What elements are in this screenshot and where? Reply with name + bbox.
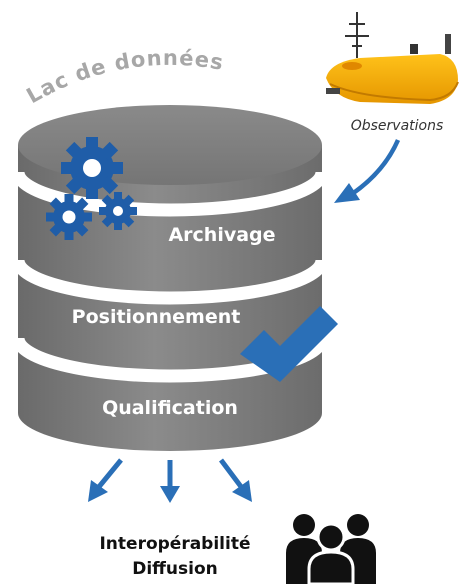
gears-icon — [46, 137, 137, 240]
layer-label-positionnement: Positionnement — [72, 306, 241, 328]
checkmark-icon — [240, 306, 338, 382]
lake-title: Lac de données — [22, 46, 225, 108]
layer-label-archivage: Archivage — [168, 224, 275, 246]
people-icon — [286, 514, 376, 584]
arrow-icon — [334, 139, 401, 203]
outputs-line-diffusion: Diffusion — [132, 559, 218, 579]
outputs-line-interoperabilite: Interopérabilité — [99, 534, 251, 554]
database-cylinder — [11, 105, 329, 451]
layer-label-qualification: Qualification — [102, 397, 238, 419]
output-arrows — [88, 458, 252, 503]
outputs-label: Interopérabilité Diffusion — [70, 532, 280, 582]
ocean-drone-icon — [326, 12, 459, 104]
observations-label: Observations — [351, 118, 444, 134]
